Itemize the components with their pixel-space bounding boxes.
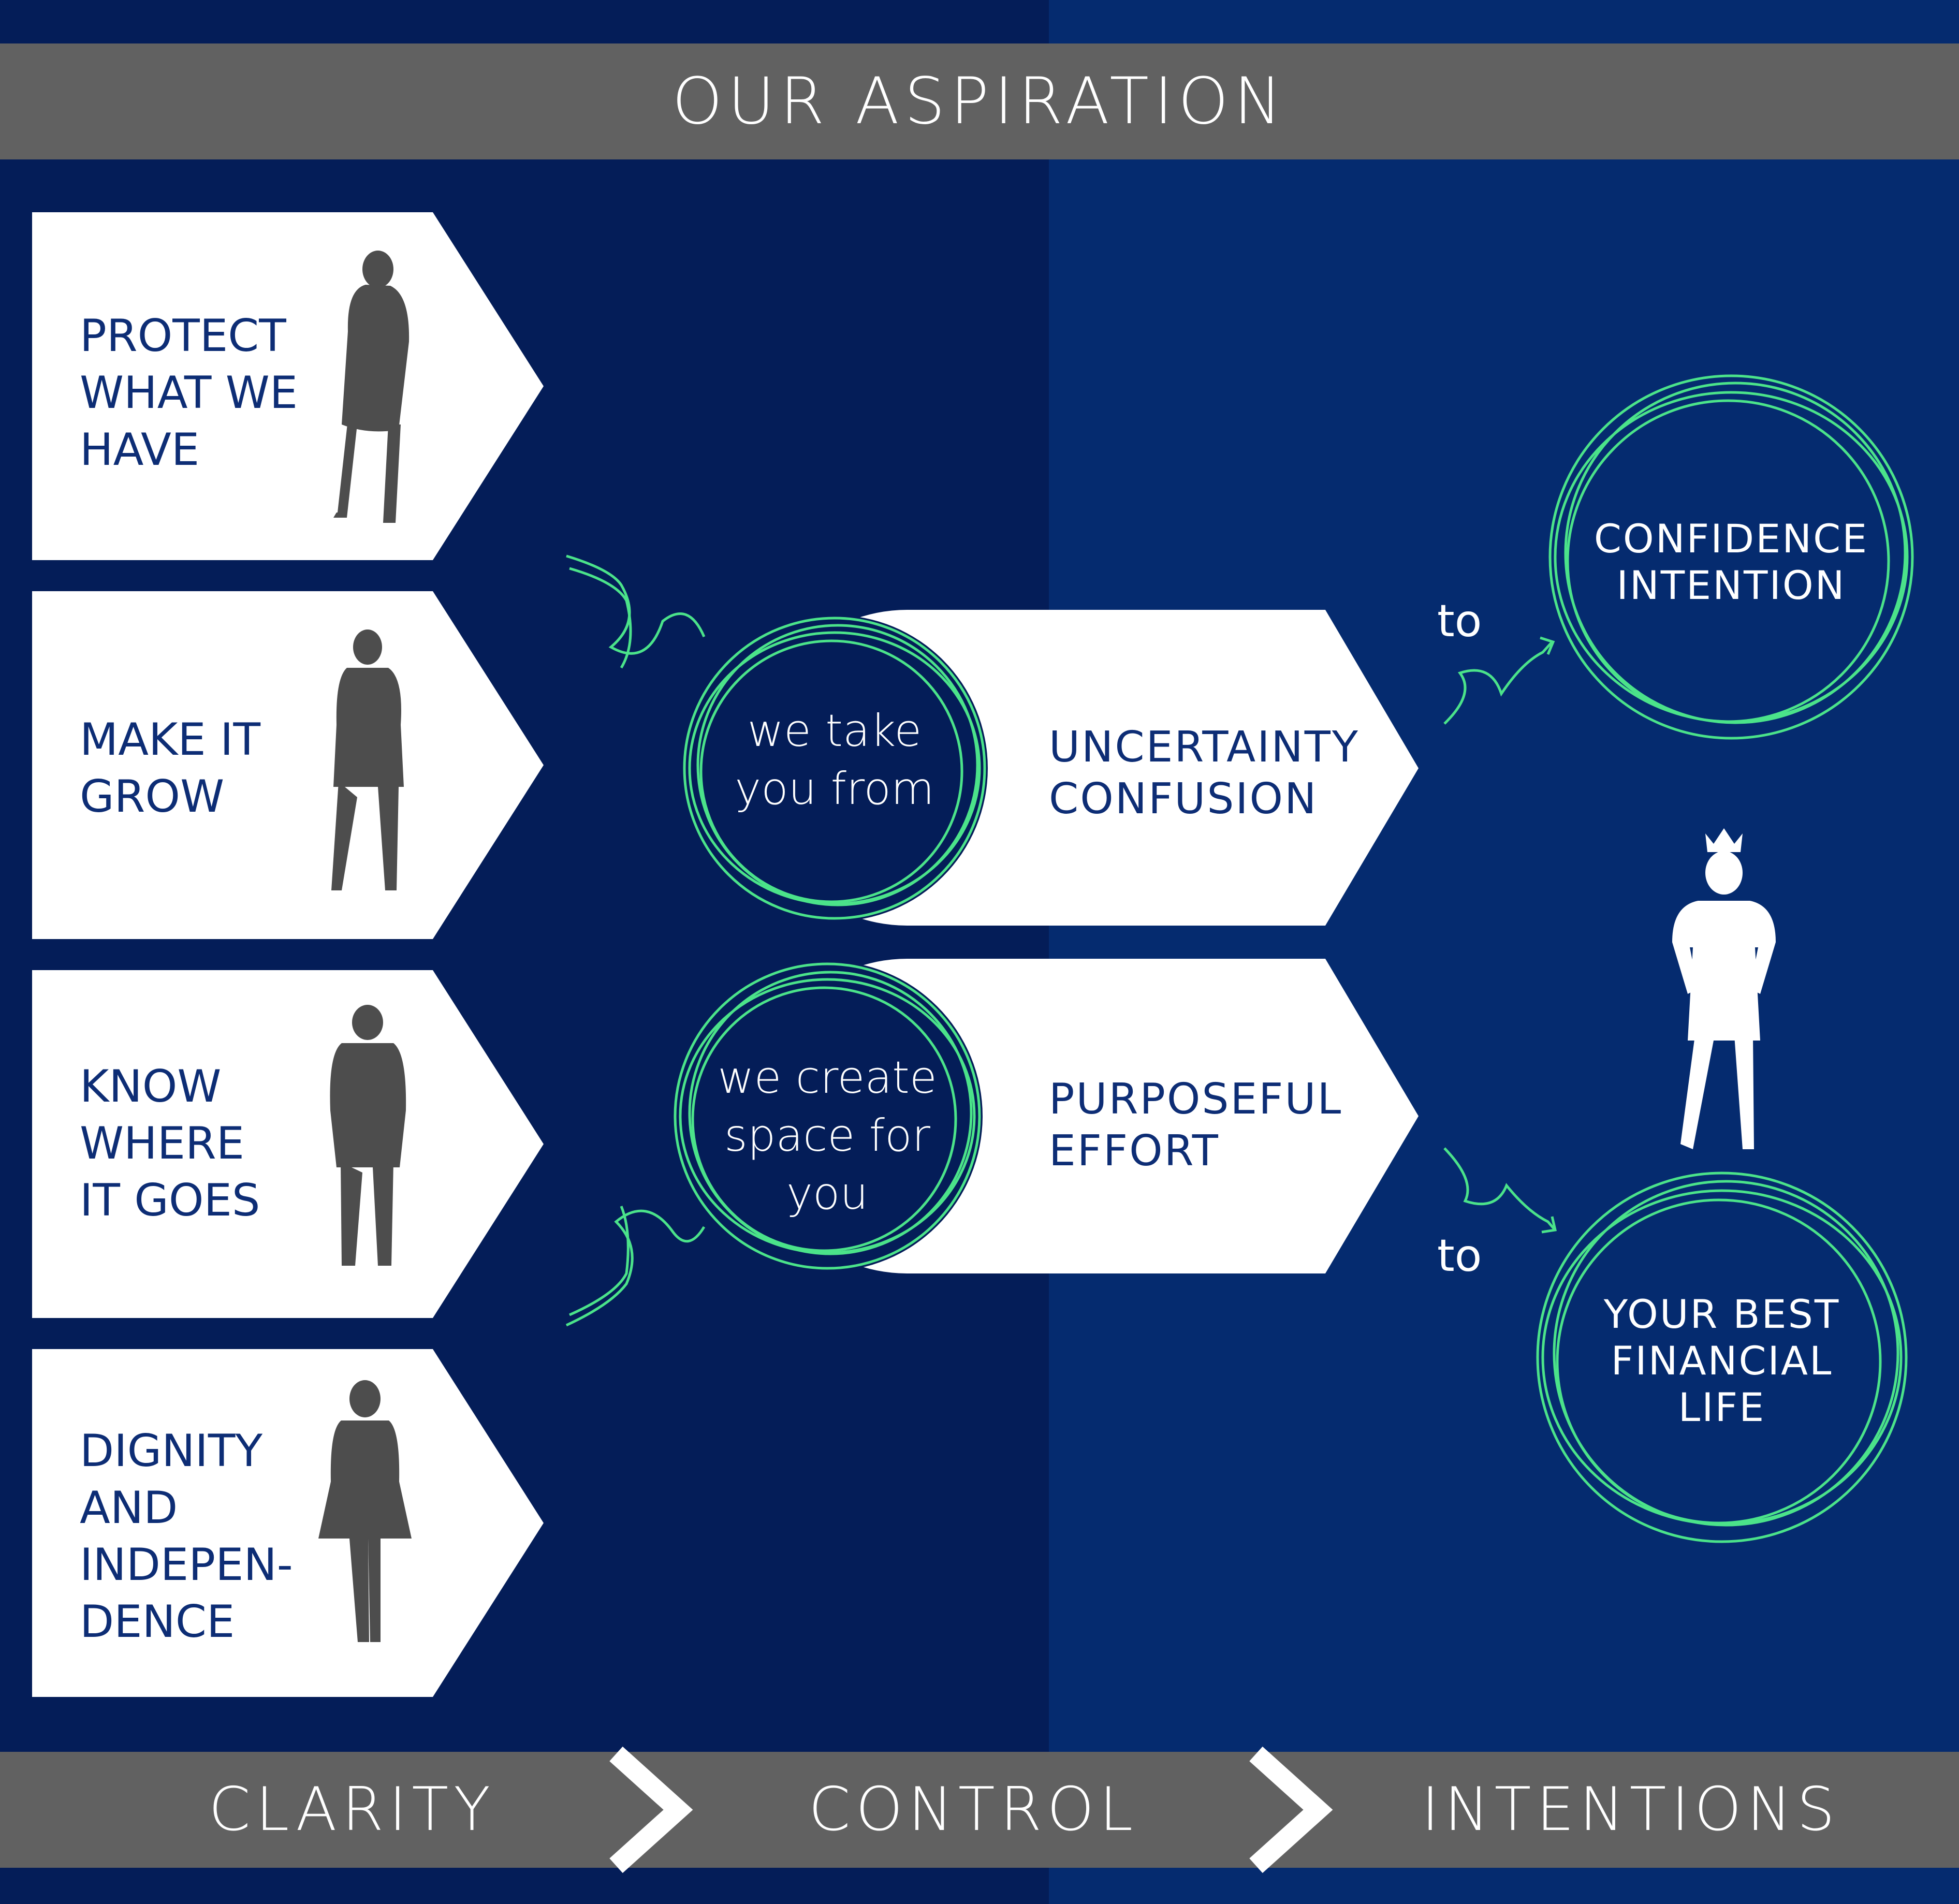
step-control: CONTROL — [808, 1775, 1138, 1844]
circle-label-take: we take you from — [735, 705, 934, 815]
chevron-right-icon — [609, 1746, 693, 1873]
card-label-dignity: DIGNITY AND INDEPEN- DENCE — [80, 1425, 293, 1648]
woman-silhouette-icon — [331, 629, 404, 890]
scribble-circle-icon — [1536, 1171, 1908, 1543]
card-label-know: KNOW WHERE IT GOES — [80, 1061, 260, 1226]
card-grow — [32, 591, 544, 939]
card-know — [32, 970, 544, 1318]
squiggle-arrow-icon — [566, 554, 706, 669]
page-title: OUR ASPIRATION — [672, 64, 1287, 139]
circle-label-create: we create space for you — [718, 1052, 937, 1220]
step-intentions: INTENTIONS — [1421, 1775, 1840, 1844]
squiggle-arrow-icon — [1443, 636, 1555, 725]
card-label-protect: PROTECT WHAT WE HAVE — [80, 310, 298, 476]
squiggle-arrow-icon — [565, 1206, 706, 1327]
woman-silhouette-icon — [318, 1380, 412, 1642]
footer-band — [0, 1752, 1959, 1868]
goal-label-best-life: YOUR BEST FINANCIAL LIFE — [1603, 1291, 1840, 1430]
arrow-label-uncertainty: UNCERTAINTY CONFUSION — [1049, 723, 1359, 824]
header-band — [0, 43, 1959, 159]
goal-label-confidence: CONFIDENCE INTENTION — [1593, 516, 1869, 608]
connector-to: to — [1437, 1230, 1482, 1282]
arrow-label-purposeful: PURPOSEFUL EFFORT — [1049, 1075, 1343, 1176]
crowned-woman-silhouette-icon — [1672, 828, 1776, 1149]
card-protect — [32, 212, 544, 560]
circle-disk-create — [672, 961, 983, 1271]
card-dignity — [32, 1349, 544, 1697]
scribble-circle-icon — [674, 962, 981, 1270]
chevron-right-icon — [1249, 1746, 1333, 1873]
scribble-circle-icon — [1548, 374, 1914, 740]
woman-silhouette-icon — [333, 251, 410, 523]
step-clarity: CLARITY — [208, 1775, 496, 1844]
circle-disk-take — [681, 615, 988, 921]
background-right — [1049, 0, 1959, 1904]
woman-silhouette-icon — [330, 1005, 406, 1266]
squiggle-arrow-icon — [1443, 1147, 1557, 1234]
card-label-grow: MAKE IT GROW — [80, 714, 260, 823]
connector-to: to — [1437, 595, 1482, 647]
scribble-circle-icon — [683, 617, 986, 920]
